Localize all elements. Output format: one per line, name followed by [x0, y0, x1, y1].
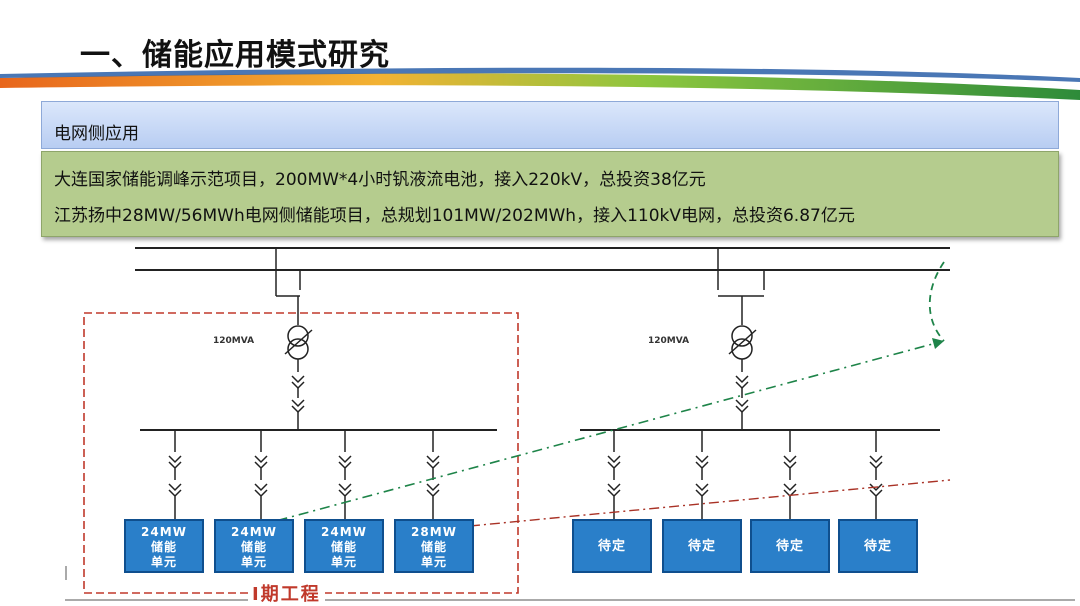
unit-line2: 单元: [240, 555, 267, 569]
unit-line2: 单元: [420, 555, 447, 569]
pending-unit-4: 待定: [838, 519, 918, 573]
project-line-2: 江苏扬中28MW/56MWh电网侧储能项目，总规划101MW/202MWh，接入…: [54, 206, 855, 226]
slide-title: 一、储能应用模式研究: [80, 38, 390, 73]
left-feeder: [275, 248, 313, 430]
project-line-1: 大连国家储能调峰示范项目，200MW*4小时钒液流电池，接入220kV，总投资3…: [54, 170, 706, 190]
storage-unit-2: 24MW 储能 单元: [214, 519, 294, 573]
pending-unit-label: 待定: [775, 539, 804, 554]
left-transformer-rating: 120MVA: [213, 336, 255, 346]
unit-power: 24MW: [141, 525, 187, 539]
unit-line1: 储能: [420, 540, 447, 554]
right-feeder: [717, 248, 765, 430]
storage-unit-4: 28MW 储能 单元: [394, 519, 474, 573]
pending-unit-2: 待定: [662, 519, 742, 573]
unit-line1: 储能: [330, 540, 357, 554]
unit-line2: 单元: [150, 555, 177, 569]
red-dashdot-line: [469, 479, 951, 527]
storage-unit-3: 24MW 储能 单元: [304, 519, 384, 573]
storage-unit-1: 24MW 储能 单元: [124, 519, 204, 573]
green-dashed-curve: [928, 261, 945, 342]
project-info-box: 大连国家储能调峰示范项目，200MW*4小时钒液流电池，接入220kV，总投资3…: [41, 151, 1059, 237]
left-transformer-upper-coil: [287, 325, 309, 347]
right-transformer-upper-coil: [731, 325, 753, 347]
unit-power: 28MW: [411, 525, 457, 539]
unit-line2: 单元: [330, 555, 357, 569]
right-transformer-rating: 120MVA: [648, 336, 690, 346]
section-header: 电网侧应用: [41, 101, 1059, 149]
unit-power: 24MW: [231, 525, 277, 539]
pending-unit-label: 待定: [597, 539, 626, 554]
unit-power: 24MW: [321, 525, 367, 539]
unit-line1: 储能: [150, 540, 177, 554]
pending-unit-3: 待定: [750, 519, 830, 573]
right-branches: [607, 430, 883, 520]
green-dashed-arrow: [234, 341, 941, 533]
pending-unit-label: 待定: [863, 539, 892, 554]
phase-one-label: I期工程: [248, 580, 325, 606]
unit-line1: 储能: [240, 540, 267, 554]
decorative-swoosh: [0, 67, 1080, 100]
section-header-label: 电网侧应用: [54, 124, 139, 144]
pending-unit-1: 待定: [572, 519, 652, 573]
pending-unit-label: 待定: [687, 539, 716, 554]
left-branches: [168, 430, 440, 520]
